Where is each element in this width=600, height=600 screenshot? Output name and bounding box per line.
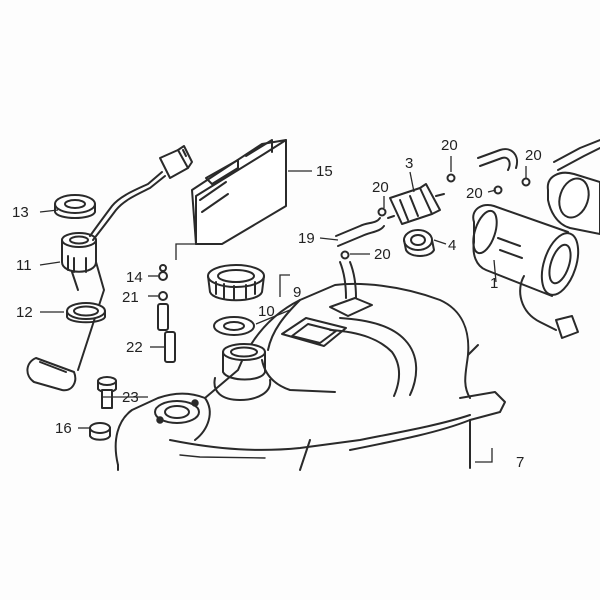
callout-labels: 13 11 12 14 21 22 23 16 15 9 10 19 20 20… <box>12 137 542 471</box>
callout-11: 11 <box>16 257 32 274</box>
callout-1: 1 <box>490 275 498 292</box>
callout-12: 12 <box>16 304 33 321</box>
cap-gasket-10 <box>213 316 255 336</box>
callout-9: 9 <box>293 284 301 301</box>
packing-13 <box>54 194 96 219</box>
clamp-4 <box>403 229 435 257</box>
fuel-pump-1 <box>472 139 600 339</box>
seal-ring-12 <box>66 302 106 324</box>
callout-13: 13 <box>12 204 29 221</box>
washer-16 <box>89 422 111 441</box>
pin-parts <box>157 264 176 363</box>
callout-14: 14 <box>126 269 143 286</box>
fuel-unit <box>26 232 105 392</box>
callout-16: 16 <box>55 420 72 437</box>
tank-cover-15 <box>191 139 287 245</box>
callout-10: 10 <box>258 303 275 320</box>
bolt-23 <box>97 376 117 409</box>
callout-20-top: 20 <box>441 137 458 154</box>
callout-4: 4 <box>448 237 456 254</box>
fuel-tank <box>114 282 506 471</box>
leader-lines <box>39 156 527 463</box>
callout-20-mid: 20 <box>372 179 389 196</box>
callout-7: 7 <box>516 454 524 471</box>
fuel-tube-19 <box>335 217 385 299</box>
callout-20-right: 20 <box>525 147 542 164</box>
fuel-unit-wiring <box>89 145 193 241</box>
callout-20-pump: 20 <box>466 185 483 202</box>
callout-19: 19 <box>298 230 315 247</box>
callout-23: 23 <box>122 389 139 406</box>
callout-20-lower: 20 <box>374 246 391 263</box>
fuel-cap-9 <box>207 264 265 302</box>
fuel-filter-3 <box>387 183 445 225</box>
tube-clips-20 <box>340 173 531 260</box>
callout-15: 15 <box>316 163 333 180</box>
callout-22: 22 <box>126 339 143 356</box>
callout-3: 3 <box>405 155 413 172</box>
callout-21: 21 <box>122 289 139 306</box>
